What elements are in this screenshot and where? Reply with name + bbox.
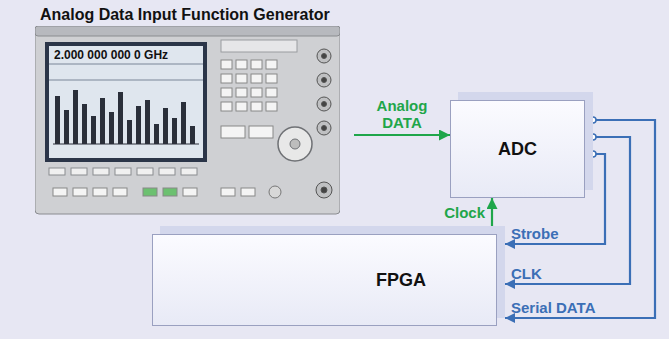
generator-title: Analog Data Input Function Generator bbox=[40, 6, 330, 24]
clock-arrow bbox=[491, 198, 493, 226]
signal-label: Clock bbox=[444, 204, 485, 221]
display-readout: 2.000 000 000 0 GHz bbox=[54, 48, 168, 62]
signal-label: Strobe bbox=[511, 225, 559, 242]
pin-dot bbox=[590, 134, 596, 140]
fpga-box: FPGA bbox=[152, 234, 497, 326]
box-label: FPGA bbox=[376, 270, 426, 291]
pin-dot bbox=[590, 151, 596, 157]
analog-signal-arrow bbox=[354, 134, 450, 136]
pin-dot bbox=[590, 117, 596, 123]
signal-label: CLK bbox=[511, 265, 542, 282]
box-label: ADC bbox=[498, 139, 537, 160]
signal-label: Serial DATA bbox=[511, 299, 595, 316]
signal-label: Analog DATA bbox=[370, 97, 434, 131]
signal-generator: Analog Data Input Function Generator 2.00… bbox=[35, 4, 354, 218]
adc-box: ADC bbox=[450, 100, 585, 198]
